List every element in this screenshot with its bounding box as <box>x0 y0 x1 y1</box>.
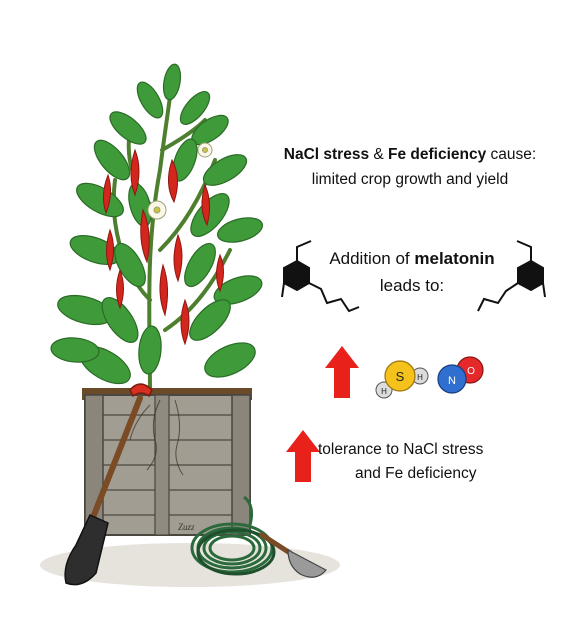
no-molecule-icon: N O <box>437 356 484 394</box>
melatonin-statement-line1: Addition of melatonin <box>292 248 532 270</box>
cause-statement-line2: limited crop growth and yield <box>311 171 509 188</box>
oxygen-atom-label: O <box>467 366 475 377</box>
cause-statement-line1: NaCl stress & Fe deficiency cause: <box>245 145 575 165</box>
h2s-molecule-icon: S H H <box>375 360 429 399</box>
nitrogen-atom-label: N <box>448 375 456 387</box>
melatonin-statement-line2: leads to: <box>379 276 445 295</box>
melatonin-left-fragment <box>281 240 360 313</box>
melatonin-right-fragment <box>477 240 546 312</box>
hydrogen-atom-label: H <box>381 387 387 396</box>
plant-leaves <box>50 63 263 385</box>
tolerance-statement-line1: tolerance to NaCl stress <box>318 441 484 458</box>
fe-deficiency-label: Fe deficiency <box>388 146 487 163</box>
up-arrow-icon <box>286 430 320 482</box>
melatonin-label: melatonin <box>414 249 495 268</box>
sulfur-atom-label: S <box>396 369 405 384</box>
hydrogen-atom-label: H <box>417 373 423 382</box>
svg-text:Zuzz: Zuzz <box>178 522 195 532</box>
melatonin-prefix: Addition of <box>329 249 415 268</box>
garden-hose-icon <box>190 495 276 576</box>
nacl-stress-label: NaCl stress <box>283 146 370 163</box>
pepper-flowers <box>147 142 213 220</box>
shovel-icon <box>64 383 153 586</box>
trowel-icon <box>259 532 327 578</box>
up-arrow-icon <box>325 346 359 398</box>
cause-ampersand: & <box>369 146 389 163</box>
cause-tail: cause: <box>486 146 537 163</box>
plant-peppers <box>102 148 224 346</box>
tolerance-statement-line2: and Fe deficiency <box>355 465 477 482</box>
